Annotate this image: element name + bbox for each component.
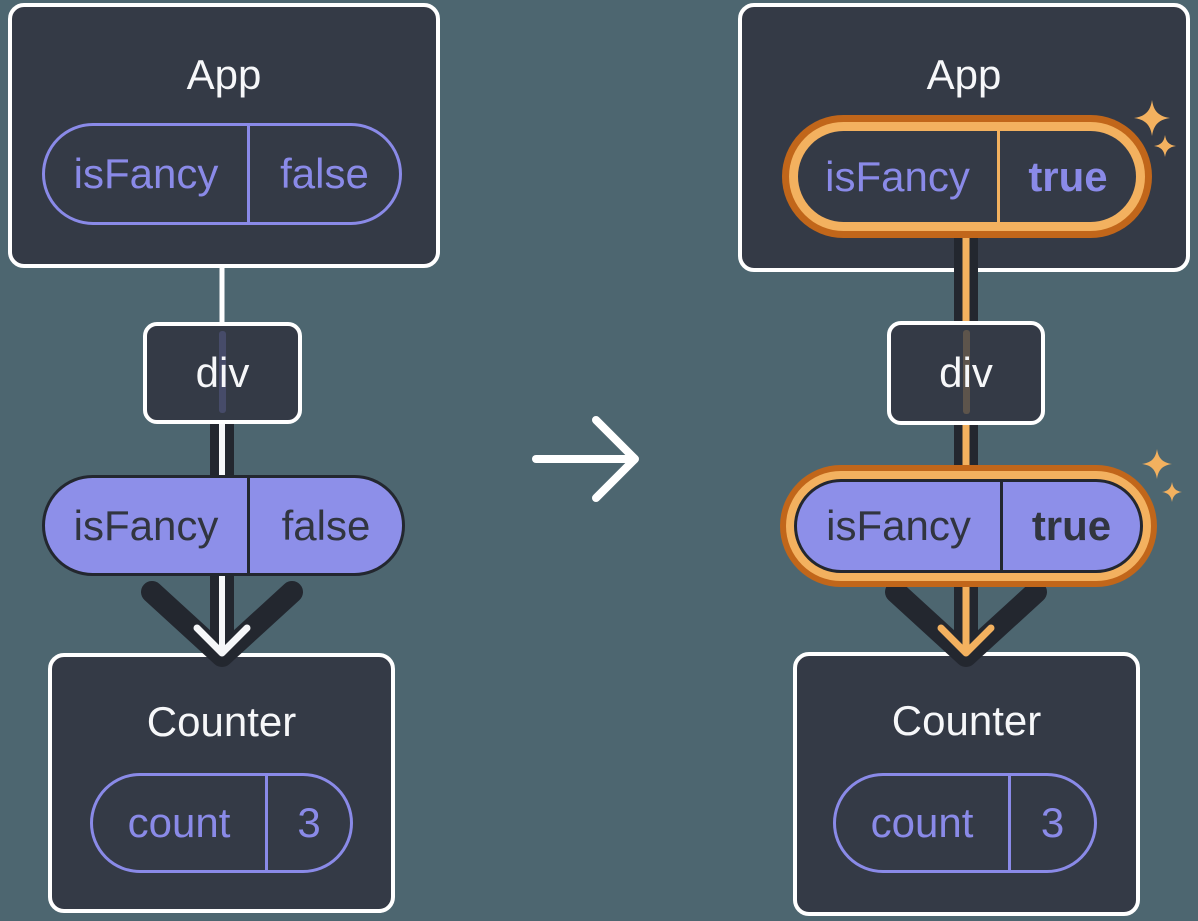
highlight-ring: isFancy true — [786, 471, 1151, 581]
state-value: true — [1028, 152, 1108, 200]
left-counter-component-box: Counter count 3 — [48, 653, 395, 913]
right-counter-component-box: Counter count 3 — [793, 652, 1140, 916]
highlight-ring: isFancy true — [789, 122, 1145, 231]
app-state-pill: isFancy false — [42, 123, 402, 225]
state-value: false — [280, 150, 369, 197]
state-key: isFancy — [73, 150, 219, 197]
state-wire-ghost — [219, 331, 226, 413]
counter-state-pill: count 3 — [90, 773, 353, 873]
down-arrow-icon — [885, 581, 1047, 667]
sparkle-icon — [1134, 100, 1170, 136]
pill-divider — [997, 131, 1000, 222]
left-app-component-box: App isFancy false — [8, 3, 440, 268]
counter-state-pill: count 3 — [833, 773, 1097, 873]
left-prop-pill: isFancy false — [42, 475, 405, 576]
pill-divider — [1000, 482, 1003, 570]
state-key: count — [127, 799, 231, 846]
down-arrow-icon — [141, 574, 303, 667]
left-div-node-box: div — [143, 322, 302, 424]
sparkle-icon — [1142, 449, 1172, 479]
highlighted-app-state-pill: isFancy true — [782, 115, 1152, 238]
prop-key: isFancy — [73, 501, 219, 549]
div-label: div — [195, 349, 250, 396]
prop-key: isFancy — [826, 502, 971, 549]
counter-title: Counter — [146, 698, 297, 745]
right-div-node-box: div — [887, 321, 1045, 425]
state-key: isFancy — [825, 152, 970, 200]
right-arrow-icon — [532, 416, 639, 502]
highlighted-prop-pill: isFancy true — [780, 465, 1157, 587]
sparkle-icon — [1162, 482, 1182, 502]
pill-divider — [247, 478, 250, 573]
counter-title: Counter — [891, 697, 1042, 744]
state-value: 3 — [1040, 799, 1065, 846]
pill-divider — [247, 126, 250, 222]
state-value: 3 — [297, 799, 321, 846]
sparkle-icon — [1154, 135, 1176, 157]
state-wire-ghost — [962, 330, 970, 414]
pill-divider — [1008, 776, 1011, 870]
prop-value: false — [281, 501, 371, 549]
right-app-component-box: App isFancy true — [738, 3, 1190, 272]
prop-value: true — [1031, 502, 1112, 549]
app-title: App — [186, 51, 262, 98]
app-title: App — [926, 51, 1002, 98]
pill-divider — [265, 776, 268, 870]
state-key: count — [870, 799, 974, 846]
div-label: div — [939, 349, 993, 396]
